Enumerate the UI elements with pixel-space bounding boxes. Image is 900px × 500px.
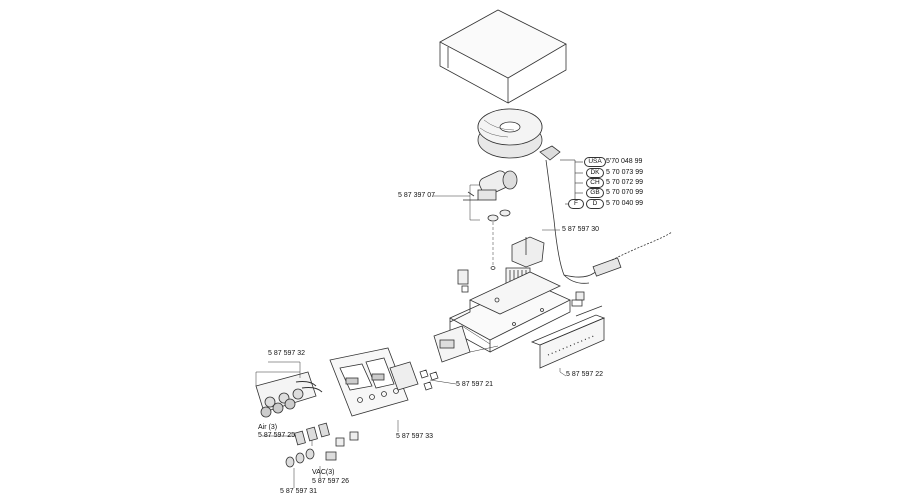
front-frame-part-number: 5 87 597 33 bbox=[396, 433, 433, 440]
air-label: Air (3) bbox=[258, 424, 278, 431]
country-badge-d: D bbox=[586, 199, 604, 209]
cord-code-bracket bbox=[560, 159, 583, 205]
rear-cover-part-number: 5 87 597 22 bbox=[566, 371, 603, 378]
knob-set-part-number: 5 87 597 31 bbox=[280, 488, 317, 495]
air-part-number: 5 87 597 25 bbox=[258, 432, 295, 439]
country-badge-gb: GB bbox=[586, 188, 604, 198]
cord-code-dk: 5 70 073 99 bbox=[606, 169, 643, 176]
tool-holder bbox=[511, 236, 545, 268]
country-badge-f: F bbox=[568, 199, 584, 209]
cord-code-usa: 5'70 048 99 bbox=[606, 158, 643, 165]
country-badge-ch: CH bbox=[586, 178, 604, 188]
vac-part-number: 5 87 597 26 bbox=[312, 478, 349, 485]
display-board bbox=[433, 325, 499, 363]
vac-label: VAC(3) bbox=[312, 469, 335, 476]
transformer bbox=[477, 108, 543, 159]
tool-holder-part-number: 5 87 597 30 bbox=[562, 226, 599, 233]
front-panel-knobs-part-number: 5 87 597 32 bbox=[268, 350, 305, 357]
display-board-part-number: 5 87 597 21 bbox=[456, 381, 493, 388]
leader-lines bbox=[262, 195, 567, 488]
country-badge-dk: DK bbox=[586, 168, 604, 178]
country-badge-usa: USA bbox=[584, 157, 606, 167]
power-cord bbox=[539, 145, 673, 284]
cord-code-ch: 5 70 072 99 bbox=[606, 179, 643, 186]
front-frame bbox=[329, 347, 439, 417]
pump bbox=[463, 170, 518, 270]
top-cover bbox=[439, 9, 567, 104]
pump-part-number: 5 87 397 07 bbox=[398, 192, 435, 199]
knob-panel bbox=[255, 371, 323, 418]
cord-code-f-d: 5 70 040 99 bbox=[606, 200, 643, 207]
fittings bbox=[285, 422, 359, 468]
chassis bbox=[449, 271, 603, 353]
cord-code-gb: 5 70 070 99 bbox=[606, 189, 643, 196]
rear-cover bbox=[530, 314, 606, 372]
